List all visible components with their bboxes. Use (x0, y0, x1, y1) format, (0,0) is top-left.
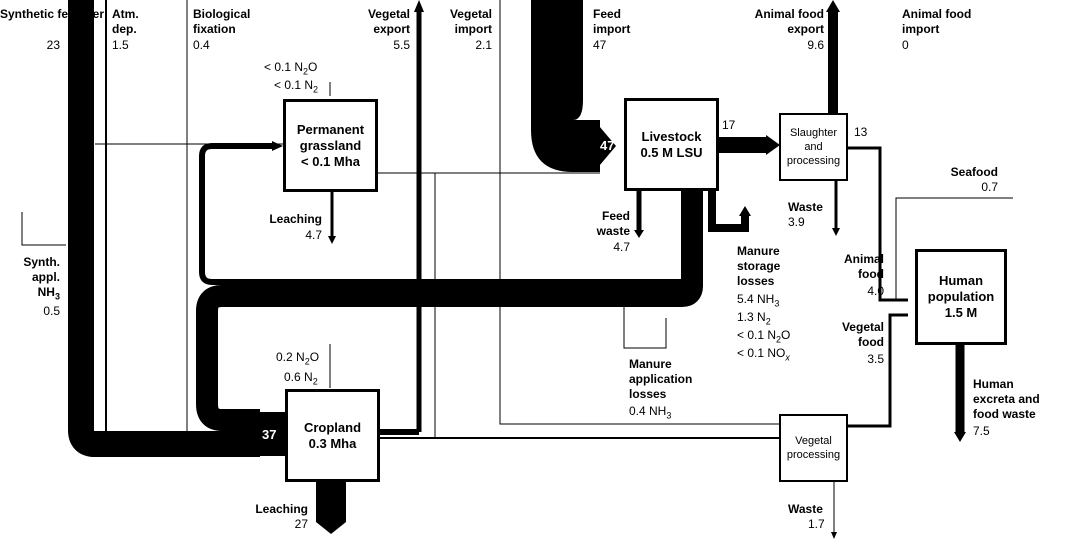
feed-waste-arrowhead (634, 230, 644, 238)
cropland-inflow-arrow (255, 412, 285, 456)
biological-fixation-value: 0.4 (193, 38, 210, 52)
vegetal-export-label: Vegetal export (367, 7, 410, 36)
feed-waste-label: Feed waste (596, 209, 630, 238)
slaughter-arrowhead (766, 135, 780, 155)
manure-storage-line (708, 190, 749, 232)
manure-application-label: Manure application losses (629, 357, 693, 401)
livestock-inflow-arrow (594, 120, 616, 172)
slaughter-to-food-value: 13 (854, 125, 868, 139)
cropland-node: Cropland 0.3 Mha (285, 389, 380, 482)
manure-storage-nh3: 5.4 NH3 (737, 292, 780, 309)
slaughter-to-human (848, 146, 908, 302)
synth-appl-line (21, 212, 66, 246)
manure-storage-arrowhead (739, 206, 751, 216)
slaughter-title: Slaughter and processing (786, 127, 841, 167)
grassland-n2o-label: < 0.1 N2O (264, 60, 318, 77)
vegetal-food-label: Vegetal food (841, 320, 884, 349)
grassland-n2-label: < 0.1 N2 (274, 78, 319, 95)
atm-dep-label: Atm. dep. (112, 7, 139, 36)
seafood-label: Seafood (950, 165, 998, 179)
vegetal-import-value: 2.1 (475, 38, 492, 52)
synth-appl-value: 0.5 (43, 304, 60, 318)
cropland-leaching-value: 27 (294, 517, 308, 531)
animal-food-value: 4.0 (867, 284, 884, 298)
cropland-n2-label: 0.6 N2 (284, 370, 318, 387)
livestock-units: 0.5 M LSU (640, 144, 703, 160)
grassland-inflow-arrowhead (272, 141, 283, 151)
slaughter-node: Slaughter and processing (779, 113, 848, 181)
manure-storage-n2o: < 0.1 N2O (737, 328, 791, 345)
vegetal-waste-arrowhead (831, 532, 837, 539)
vegetal-export-value: 5.5 (393, 38, 410, 52)
vegetal-import-label: Vegetal import (449, 7, 492, 36)
feed-waste-value: 4.7 (613, 240, 630, 254)
vegetal-food-value: 3.5 (867, 352, 884, 366)
livestock-title: Livestock (641, 128, 702, 144)
cropland-leaching-arrow (316, 482, 346, 534)
cropland-leaching-label: Leaching (255, 502, 308, 516)
vegetal-waste-value: 1.7 (808, 517, 825, 531)
vegetal-import-line (499, 0, 782, 425)
synthetic-fertilizer-value: 23 (46, 38, 60, 52)
animal-food-import-value: 0 (902, 38, 909, 52)
vegetal-to-human (848, 313, 908, 428)
grassland-leaching-value: 4.7 (305, 228, 322, 242)
vegetal-export-arrowhead (414, 0, 424, 12)
manure-application-line (623, 300, 667, 349)
vegetal-processing-node: Vegetal processing (779, 414, 848, 482)
grassland-leaching-label: Leaching (269, 212, 322, 226)
cropland-n2o-label: 0.2 N2O (276, 350, 320, 367)
vegetal-waste-label: Waste (788, 502, 823, 516)
animal-food-export-label: Animal food export (754, 7, 824, 36)
livestock-to-slaughter-value: 17 (722, 118, 736, 132)
grassland-node: Permanent grassland < 0.1 Mha (283, 99, 378, 192)
human-excreta-arrowhead (954, 432, 966, 442)
human-size: 1.5 M (944, 305, 978, 320)
manure-storage-label: Manure storage losses (737, 244, 781, 288)
atm-dep-value: 1.5 (112, 38, 129, 52)
human-node: Human population 1.5 M (915, 249, 1007, 345)
cropland-area: 0.3 Mha (308, 435, 357, 451)
human-excreta-value: 7.5 (973, 424, 990, 438)
cropland-title: Cropland (303, 419, 362, 435)
biological-fixation-label: Biological fixation (193, 7, 251, 36)
grassland-area: < 0.1 Mha (301, 153, 360, 169)
animal-export-arrowhead (826, 0, 840, 12)
manure-application-value: 0.4 NH3 (629, 404, 672, 421)
livestock-node: Livestock 0.5 M LSU (624, 98, 719, 191)
vegetal-processing-title: Vegetal processing (786, 435, 841, 461)
manure-storage-nox: < 0.1 NOx (737, 346, 790, 363)
feed-import-flow (531, 0, 600, 172)
grassland-title: Permanent grassland (296, 121, 365, 153)
slaughter-waste-arrowhead (832, 228, 840, 236)
seafood-line (895, 197, 1013, 300)
synth-appl-label: Synth.appl.NH3 (23, 255, 60, 302)
human-excreta-label: Human excreta and food waste (973, 377, 1040, 421)
livestock-inflow-value: 47 (600, 138, 615, 153)
cropland-inflow-value: 37 (262, 427, 277, 442)
animal-food-import-label: Animal food import (902, 7, 972, 36)
grassland-leaching-arrowhead (328, 236, 336, 244)
animal-food-label: Animal food (843, 252, 884, 281)
slaughter-waste-value: 3.9 (788, 215, 805, 229)
slaughter-waste-label: Waste (788, 200, 823, 214)
feed-import-value: 47 (593, 38, 607, 52)
manure-storage-n2: 1.3 N2 (737, 310, 771, 327)
synthetic-fertilizer-flow (68, 0, 260, 457)
manure-flow-to-cropland (196, 190, 703, 431)
feed-import-label: Feed import (593, 7, 631, 36)
cropland-inflow-tip (278, 412, 290, 456)
animal-food-export-value: 9.6 (807, 38, 824, 52)
seafood-value: 0.7 (981, 180, 998, 194)
synthetic-fertilizer-label: Synthetic fertilizer (0, 7, 105, 21)
human-title: Human population (927, 273, 995, 304)
